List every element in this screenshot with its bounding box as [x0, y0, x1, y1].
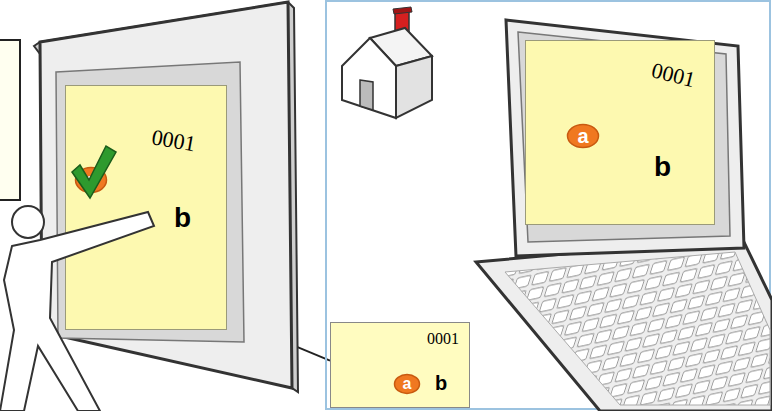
person-figure	[0, 206, 154, 411]
partial-box	[0, 40, 20, 200]
item-circle: a	[74, 166, 108, 194]
item-circle: a	[393, 373, 421, 395]
laptop-screen: 0001 b a	[525, 40, 715, 225]
item-label: a	[393, 373, 421, 395]
monitor-symbol	[34, 2, 298, 392]
item-label: a	[74, 166, 108, 194]
item-label: b	[654, 153, 671, 181]
file-id: 0001	[427, 331, 459, 347]
house-symbol	[342, 7, 432, 118]
check-mark	[72, 146, 116, 198]
transfer-box: 0001 ba	[330, 322, 470, 408]
item-label: b	[174, 204, 191, 232]
file-id: 0001	[150, 126, 197, 155]
monitor-screen: 0001 b a	[65, 85, 227, 330]
item-circle: a	[566, 123, 600, 149]
item-label: b	[435, 373, 447, 393]
item-label: a	[566, 123, 600, 149]
file-id: 0001	[649, 59, 697, 91]
laptop-symbol	[476, 20, 772, 411]
